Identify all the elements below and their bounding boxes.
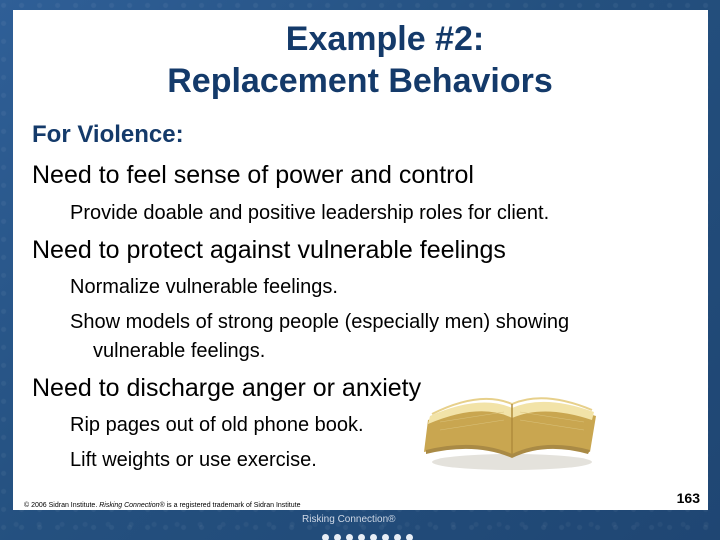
bullet-sub-2-2-cont: vulnerable feelings. xyxy=(93,340,266,362)
copyright-trademark: Risking Connection® xyxy=(99,502,165,509)
copyright-prefix: © 2006 Sidran Institute. xyxy=(24,502,100,509)
logo-dot xyxy=(406,534,413,540)
section-heading: For Violence: xyxy=(32,121,184,148)
logo-dot xyxy=(358,534,365,540)
title-line-1: Example #2: xyxy=(285,20,485,58)
copyright-suffix: is a registered trademark of Sidran Inst… xyxy=(164,502,301,509)
bullet-sub-3-1: Rip pages out of old phone book. xyxy=(70,414,364,436)
logo-dot xyxy=(394,534,401,540)
phone-book-image xyxy=(424,397,596,470)
bullet-sub-1-1: Provide doable and positive leadership r… xyxy=(70,202,550,224)
logo-dot xyxy=(346,534,353,540)
logo-dot xyxy=(322,534,329,540)
copyright-notice: © 2006 Sidran Institute. Risking Connect… xyxy=(24,502,300,509)
title-line-2: Replacement Behaviors xyxy=(167,62,553,100)
brand-logo-text: Risking Connection® xyxy=(302,514,396,525)
logo-dot xyxy=(370,534,377,540)
page-number: 163 xyxy=(676,490,700,506)
bullet-sub-2-2: Show models of strong people (especially… xyxy=(70,311,570,333)
bullet-sub-3-2: Lift weights or use exercise. xyxy=(70,449,317,471)
brand-logo-dots xyxy=(322,528,418,540)
logo-dot xyxy=(334,534,341,540)
bullet-main-2: Need to protect against vulnerable feeli… xyxy=(32,236,506,264)
bullet-main-3: Need to discharge anger or anxiety xyxy=(32,374,422,402)
slide-title: Example #2: Replacement Behaviors xyxy=(0,18,720,102)
logo-dot xyxy=(382,534,389,540)
bullet-sub-2-1: Normalize vulnerable feelings. xyxy=(70,276,338,298)
bullet-main-1: Need to feel sense of power and control xyxy=(32,161,474,189)
